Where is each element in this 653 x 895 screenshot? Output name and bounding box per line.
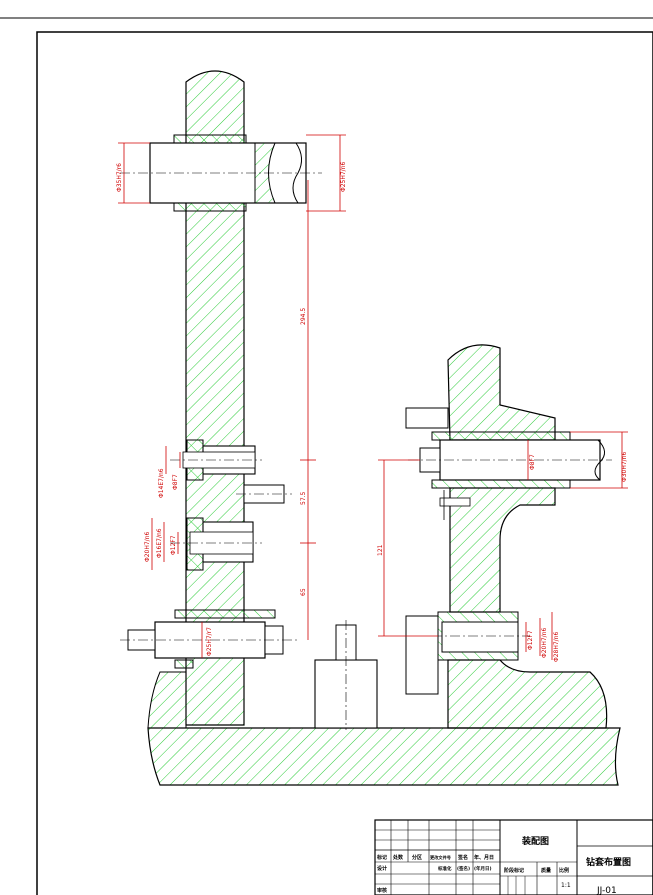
title-block bbox=[374, 819, 653, 895]
drawing-border bbox=[36, 31, 653, 895]
label-signature: 签名 bbox=[457, 854, 468, 861]
dim-top-right-dia: Φ25H7/n6 bbox=[340, 161, 347, 192]
drawing-name: 钻套布置图 bbox=[586, 856, 631, 868]
dim-top-left-dia: Φ35H7/r6 bbox=[116, 163, 123, 192]
dim-low-len: 65 bbox=[300, 588, 307, 596]
dim-drill1-b: Φ14E7/n6 bbox=[158, 468, 165, 498]
label-design: 设计 bbox=[377, 865, 387, 872]
base-plate bbox=[147, 620, 621, 786]
label-review: 审核 bbox=[377, 887, 387, 894]
label-standardization: 标准化 bbox=[437, 865, 452, 872]
dim-drill1-a: Φ8F7 bbox=[172, 474, 179, 490]
label-stage-mark: 阶段标记 bbox=[504, 867, 524, 874]
dimension-labels: Φ35H7/r6 Φ25H7/n6 294.5 57.5 65 Φ8F7 Φ14… bbox=[116, 161, 628, 662]
dim-drill2-c: Φ20H7/n6 bbox=[144, 531, 151, 562]
dim-right-mid-a: Φ8F7 bbox=[529, 454, 536, 470]
label-sign2: (签名) bbox=[457, 865, 470, 872]
drawing-number: JJ-01 bbox=[596, 886, 617, 895]
label-date2: (年月日) bbox=[474, 865, 492, 872]
label-change-doc: 更改文件号 bbox=[430, 854, 451, 861]
label-count: 处数 bbox=[392, 854, 404, 861]
label-zone: 分区 bbox=[412, 854, 422, 861]
dim-right-low-a: Φ12F7 bbox=[527, 630, 534, 650]
dim-mid-len: 57.5 bbox=[300, 491, 307, 505]
label-scale: 比例 bbox=[559, 867, 569, 874]
dim-right-low-b: Φ20H7/n6 bbox=[541, 627, 548, 658]
dim-drill2-a: Φ12F7 bbox=[170, 535, 177, 555]
dimensions bbox=[118, 134, 628, 660]
label-mark: 标记 bbox=[376, 854, 387, 861]
dim-drill2-b: Φ16E7/n6 bbox=[156, 528, 163, 558]
label-date: 年、月日 bbox=[474, 854, 494, 861]
title-block-text: 装配图 钻套布置图 JJ-01 1:1 标记 处数 分区 更改文件号 签名 年、… bbox=[376, 835, 631, 895]
dim-right-mid-b: Φ30H7/n6 bbox=[621, 451, 628, 482]
dim-right-low-c: Φ28H7/n6 bbox=[553, 631, 560, 662]
dim-overall-len: 294.5 bbox=[300, 308, 307, 325]
dim-right-height: 121 bbox=[377, 544, 384, 556]
drawing-title: 装配图 bbox=[521, 835, 549, 847]
dim-bottom-dia: Φ25H7/r7 bbox=[206, 627, 213, 656]
label-weight: 质量 bbox=[541, 867, 551, 874]
left-post bbox=[120, 70, 322, 726]
scale-value: 1:1 bbox=[561, 882, 571, 889]
right-bracket bbox=[405, 344, 612, 729]
